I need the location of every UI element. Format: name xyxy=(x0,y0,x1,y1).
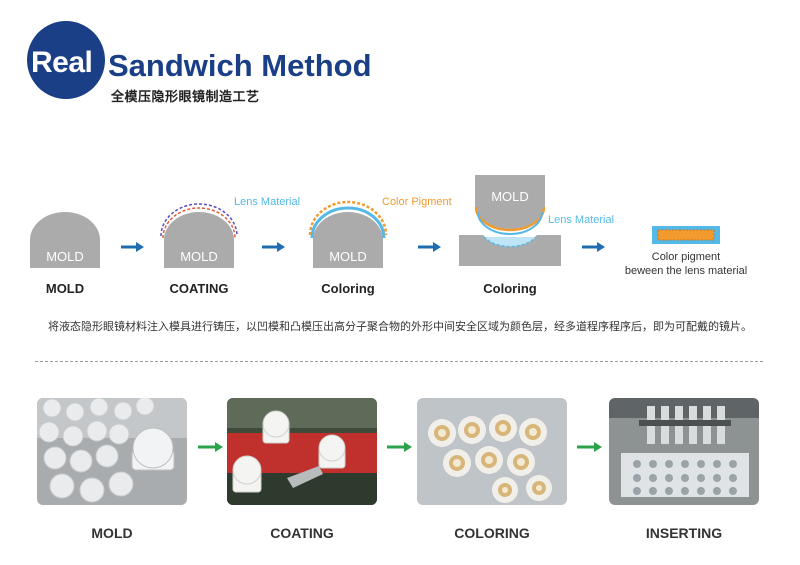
mold-shape-1: MOLD xyxy=(30,212,100,268)
photo-coloring xyxy=(417,398,567,505)
color-pigment-label: Color Pigment xyxy=(382,196,452,208)
stage-label-coloring: Coloring xyxy=(321,281,375,296)
logo-circle xyxy=(27,21,105,99)
stage-label-coating: COATING xyxy=(169,281,229,296)
mold-text: MOLD xyxy=(491,189,529,204)
page-subtitle: 全模压隐形眼镜制造工艺 xyxy=(111,89,260,104)
mold-shape-3: MOLD xyxy=(308,200,388,268)
photo-mold xyxy=(37,398,187,505)
green-arrow-1 xyxy=(196,440,226,454)
process-description: 将液态隐形眼镜材料注入模具进行铸压，以凹模和凸模压出高分子聚合物的外形中间安全区… xyxy=(48,321,752,333)
stage-label-coloring-press: Coloring xyxy=(483,281,537,296)
result-label-line1: Color pigment xyxy=(651,251,721,263)
mold-text: MOLD xyxy=(46,249,84,264)
green-arrow-2 xyxy=(385,440,415,454)
process-diagram: MOLD MOLD MOLD MOLD xyxy=(30,175,720,268)
green-arrow-3 xyxy=(575,440,605,454)
arrow-2 xyxy=(262,242,285,252)
result-label-line2: beween the lens material xyxy=(624,265,748,277)
stage-label-mold: MOLD xyxy=(45,281,85,296)
arrow-1 xyxy=(121,242,144,252)
arrow-3 xyxy=(418,242,441,252)
mold-text: MOLD xyxy=(329,249,367,264)
photo-inserting xyxy=(609,398,759,505)
dashed-divider xyxy=(35,361,763,362)
mold-shape-2: MOLD xyxy=(160,203,238,268)
result-label: Color pigment beween the lens material xyxy=(606,250,766,278)
logo-word: Real xyxy=(31,46,93,79)
photo-label-coloring: COLORING xyxy=(454,525,530,541)
press-assembly: MOLD xyxy=(459,175,561,266)
mold-text: MOLD xyxy=(180,249,218,264)
photo-label-coating: COATING xyxy=(270,525,334,541)
photo-label-mold: MOLD xyxy=(91,525,133,541)
lens-material-label: Lens Material xyxy=(234,196,301,208)
page-title: Sandwich Method xyxy=(108,48,372,83)
lens-material-label-2: Lens Material xyxy=(548,214,615,226)
arrow-4 xyxy=(582,242,605,252)
photo-label-inserting: INSERTING xyxy=(645,525,723,541)
photo-coating xyxy=(227,398,377,505)
pigment-sandwich-icon xyxy=(652,226,720,244)
